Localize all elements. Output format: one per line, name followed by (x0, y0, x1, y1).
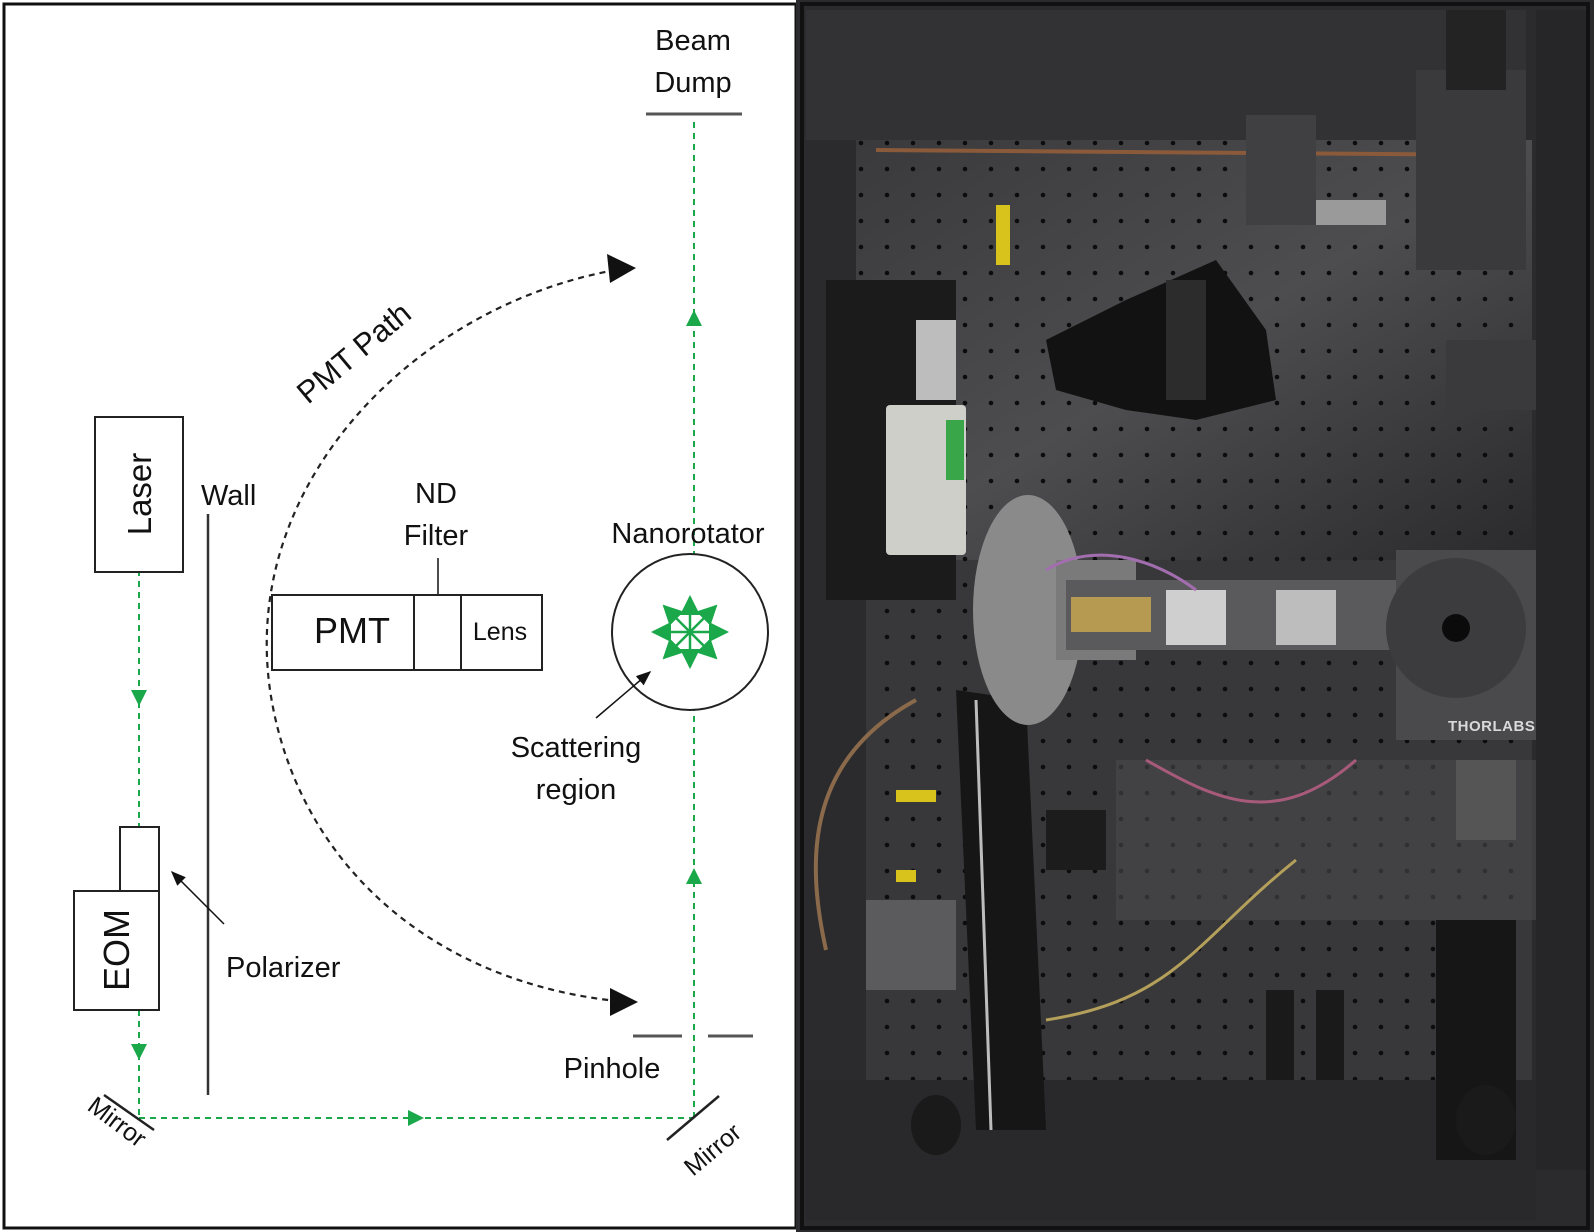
scattering-pointer (595, 671, 652, 719)
thorlabs-label: THORLABS (1448, 718, 1536, 735)
wall-label: Wall (201, 480, 256, 512)
beam-dump-label-2: Dump (654, 67, 731, 99)
polarizer-label: Polarizer (226, 952, 341, 984)
scattering-label-1: Scattering (511, 732, 642, 764)
eom-box (73, 890, 160, 1011)
nanorotator-label: Nanorotator (611, 518, 764, 550)
polarizer-pointer (170, 870, 225, 925)
pmt-path-arrow-bottom (610, 988, 638, 1016)
pinhole-label: Pinhole (564, 1053, 661, 1085)
panel-border (2, 2, 796, 1230)
schematic-canvas: Beam Dump PMT Path Laser Wall ND Filter … (2, 2, 796, 1230)
mirror-left (103, 1093, 155, 1132)
setup-schematic: Beam Dump PMT Path Laser Wall ND Filter … (0, 0, 796, 1232)
scattering-arrows (651, 595, 729, 669)
pmt-path-arc (265, 266, 628, 1004)
mirror-right-label: Mirror (679, 1118, 747, 1181)
mirror-right (666, 1095, 720, 1141)
beam-dump-label-1: Beam (655, 25, 731, 57)
scattering-label-2: region (536, 774, 617, 806)
lens-label: Lens (473, 618, 527, 646)
eom-label: EOM (96, 909, 137, 991)
pmt-path-label: PMT Path (290, 295, 418, 410)
nd-filter-label-2: Filter (404, 520, 469, 552)
pmt-assembly (271, 594, 543, 671)
photo-canvas (796, 0, 1594, 1232)
pmt-label: PMT (314, 610, 390, 651)
pmt-path-arrow-top (607, 254, 636, 283)
laser-label: Laser (121, 453, 158, 536)
nd-filter-label-1: ND (415, 478, 457, 510)
beam-direction-arrows (131, 310, 702, 1126)
laser-box (94, 416, 184, 573)
mirror-left-label: Mirror (82, 1091, 151, 1153)
setup-photo: THORLABS (796, 0, 1594, 1232)
polarizer-box (119, 826, 160, 892)
